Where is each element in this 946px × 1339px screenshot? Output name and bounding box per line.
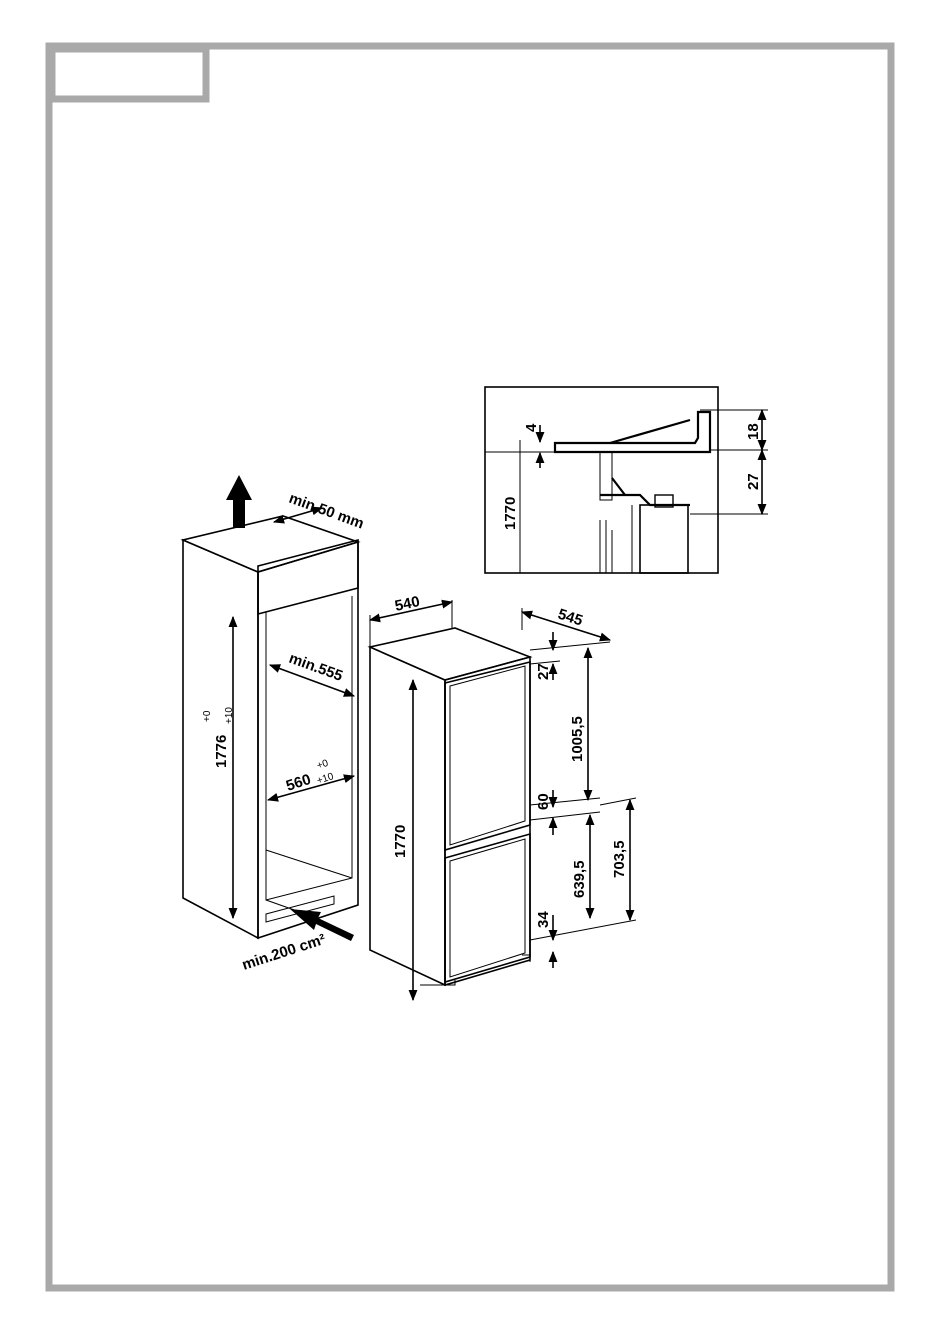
niche-width-label: 560 [284, 771, 313, 795]
door-gap-label: 60 [535, 793, 552, 810]
airflow-up-arrow-icon [226, 475, 252, 528]
niche-height-label: 1776 [213, 735, 230, 768]
detail-top-label: 18 [745, 423, 762, 440]
upper-door-label: 1005,5 [569, 716, 586, 762]
lower-door-label: 639,5 [571, 860, 588, 898]
niche-height-tol-up: +0 [202, 710, 213, 722]
niche-width-tol-up: +0 [316, 758, 331, 772]
top-gap-label: 27 [535, 663, 552, 680]
appliance-depth-label: 545 [556, 606, 585, 630]
appliance-height-label: 1770 [392, 825, 409, 858]
detail-gap-label: 4 [523, 423, 540, 432]
vent-bottom-label: min.200 cm² [240, 931, 328, 974]
niche-width-tol-down: +10 [316, 771, 336, 787]
hinge-detail: 4 1770 18 27 [485, 387, 768, 573]
niche-height-tol-down: +10 [224, 707, 235, 724]
bottom-gap-label: 34 [535, 911, 552, 928]
lower-total-label: 703,5 [611, 840, 628, 878]
niche-drawing: min.50 mm 1776 +0 +10 min.555 560 +0 +10… [183, 475, 366, 974]
niche-depth-label: min.555 [287, 650, 345, 685]
detail-height-label: 1770 [502, 497, 519, 530]
appliance-drawing: 540 545 1770 27 1005,5 60 639,5 703,5 34 [370, 593, 636, 1000]
corner-tab [52, 49, 206, 99]
detail-hinge-label: 27 [745, 473, 762, 490]
appliance-width-label: 540 [393, 593, 421, 615]
